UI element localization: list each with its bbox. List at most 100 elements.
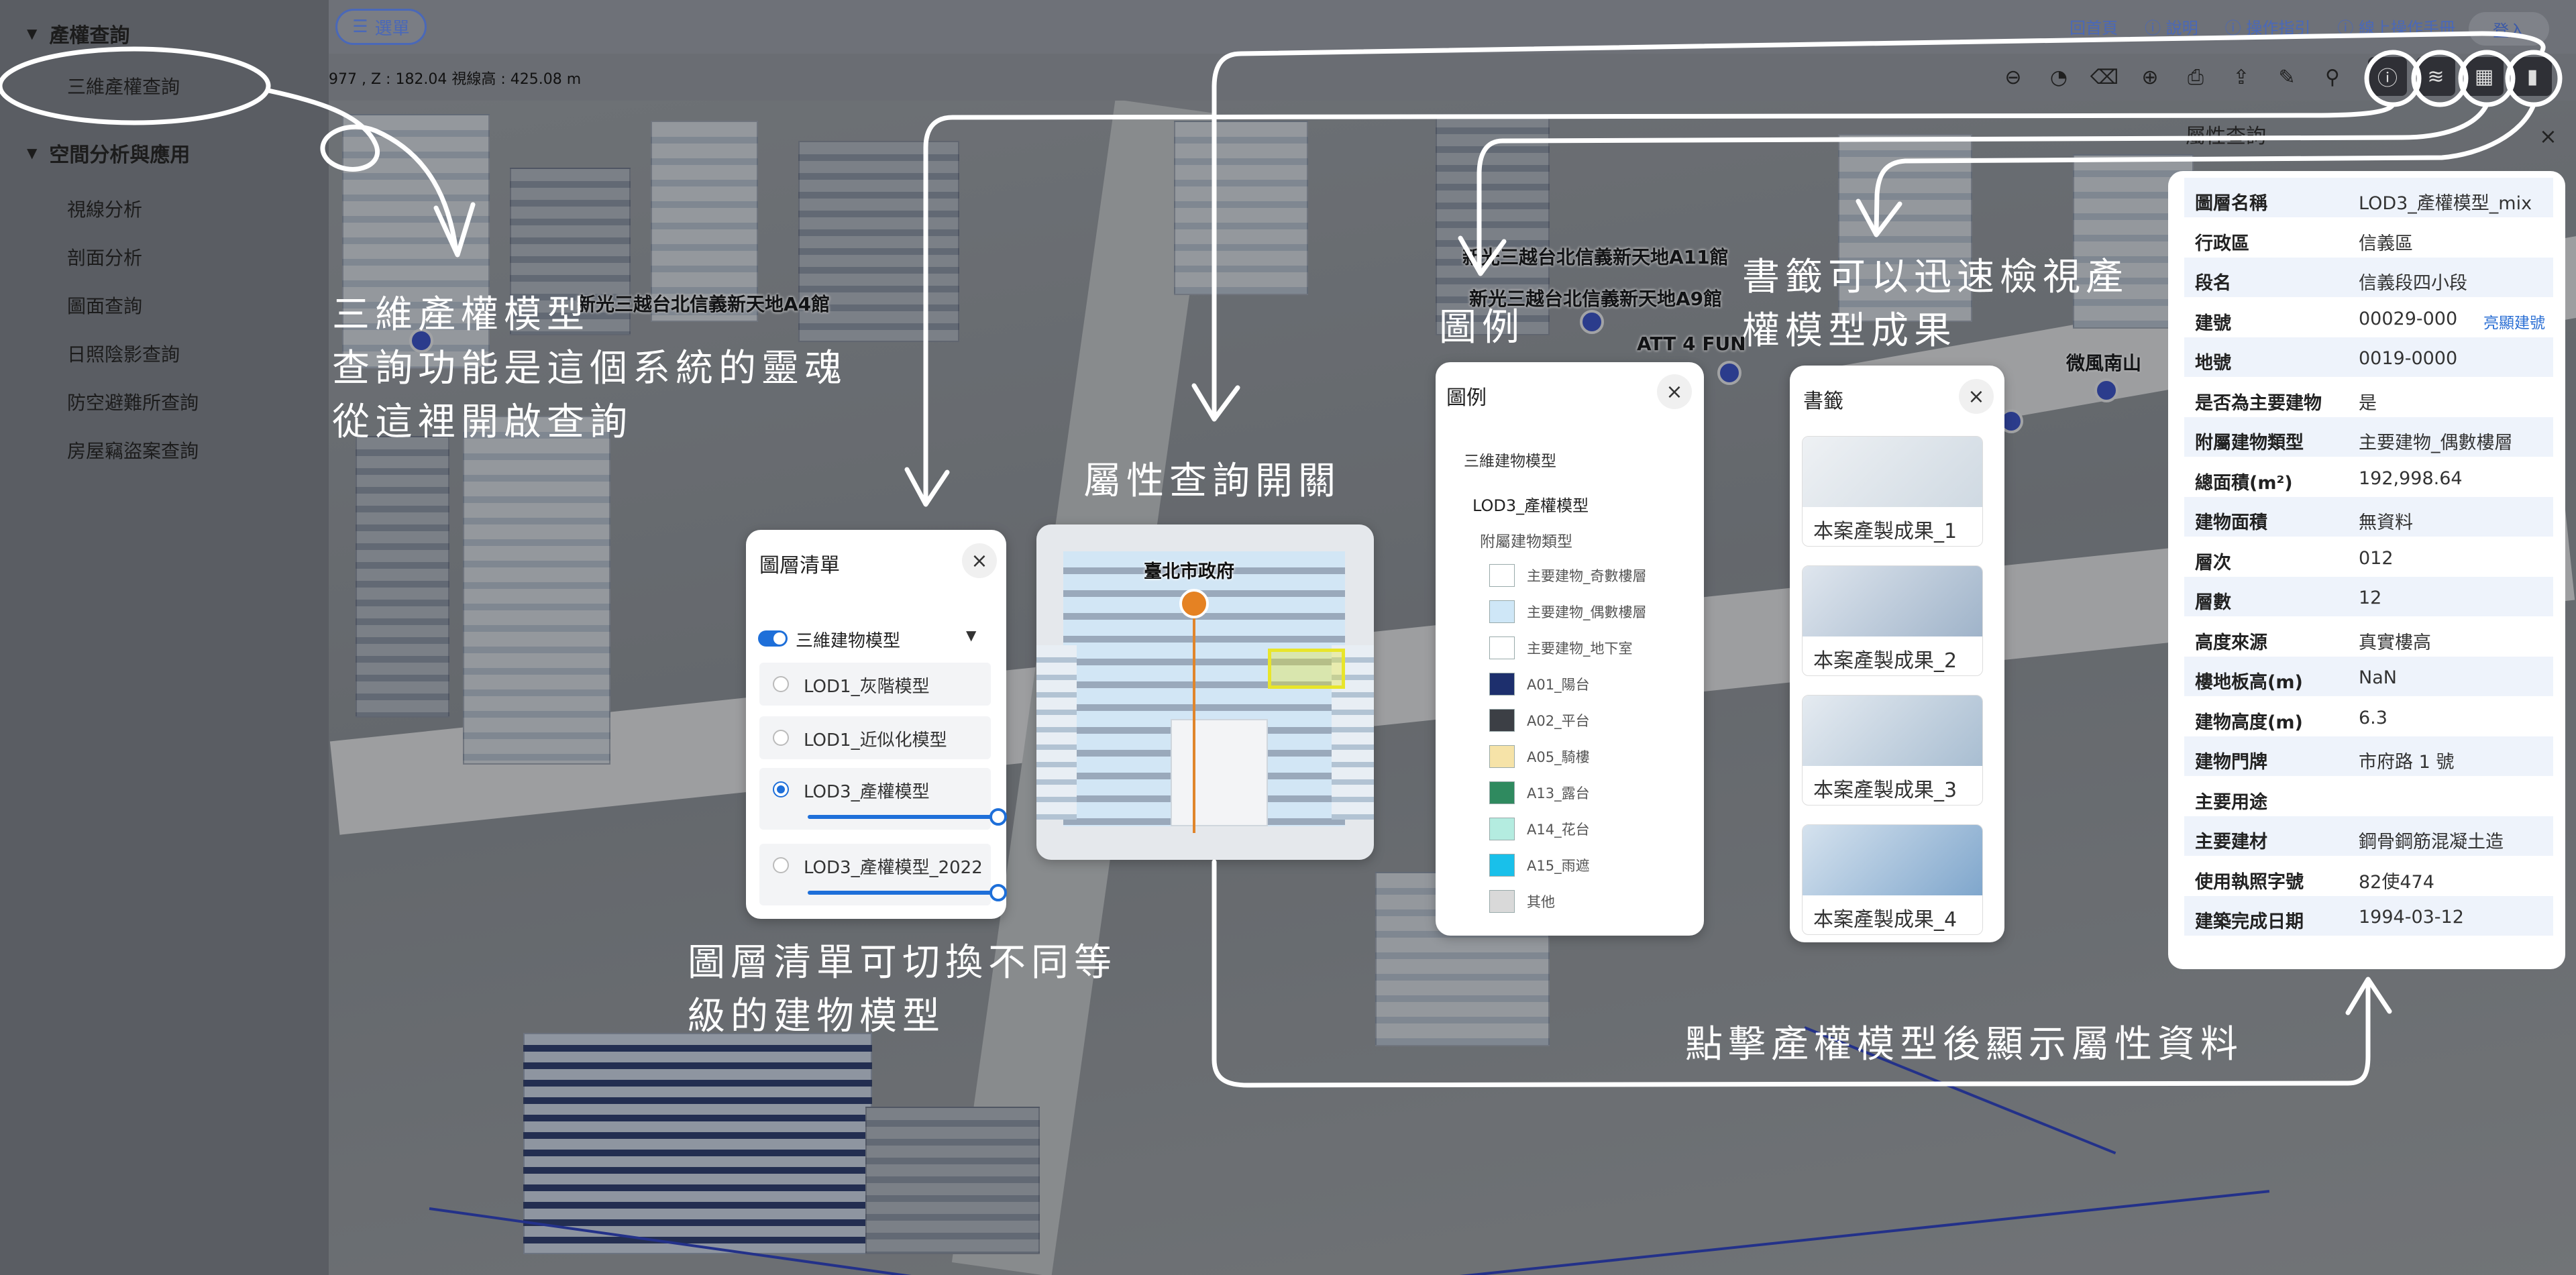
legend-icon[interactable]: ▦	[2465, 57, 2504, 96]
layer-group-label: 三維建物模型	[796, 631, 901, 651]
sidebar-group-property-query[interactable]: ▼ 產權查詢	[27, 19, 129, 48]
attribute-value: LOD3_產權模型_mix	[2359, 193, 2532, 214]
bookmark-card[interactable]: 本案產製成果_3	[1802, 695, 1983, 806]
government-icon	[1179, 589, 1209, 618]
attribute-value: 12	[2359, 588, 2382, 608]
legend-label: 主要建物_偶數樓層	[1527, 604, 1647, 620]
poi-marker-icon[interactable]	[1717, 361, 1741, 385]
sidebar-item-shelter[interactable]: 防空避難所查詢	[67, 392, 199, 414]
eraser-icon[interactable]: ⌫	[2090, 65, 2119, 89]
layer-row[interactable]: LOD1_近似化模型	[759, 716, 991, 759]
legend-entry: A01_陽台	[1489, 672, 1590, 696]
caret-down-icon[interactable]: ▼	[966, 627, 977, 643]
rotate-icon[interactable]: ◔	[2049, 65, 2068, 89]
annotation-arrow-head	[1191, 383, 1240, 422]
sidebar-item-shadow[interactable]: 日照陰影查詢	[67, 343, 180, 366]
attribute-key: 高度來源	[2195, 632, 2267, 653]
close-icon[interactable]: ×	[962, 543, 997, 578]
building	[356, 436, 449, 718]
building	[1436, 114, 1550, 335]
legend-label: A02_平台	[1527, 713, 1590, 729]
bookmark-title: 書籤	[1803, 390, 1843, 413]
home-link[interactable]: 回首頁	[2070, 19, 2118, 38]
bookmark-label: 本案產製成果_4	[1813, 908, 1957, 932]
slider-handle[interactable]	[989, 884, 1007, 901]
layer-radio[interactable]	[773, 730, 789, 746]
legend-entry: 主要建物_奇數樓層	[1489, 563, 1647, 588]
attribute-row: 主要用途	[2184, 777, 2553, 816]
bookmark-card[interactable]: 本案產製成果_4	[1802, 824, 1983, 935]
attribute-key: 層數	[2195, 592, 2231, 613]
poi-marker-icon[interactable]	[1580, 310, 1604, 334]
legend-swatch	[1489, 890, 1515, 913]
attribute-query-toggle-icon[interactable]: ⓘ	[2368, 57, 2407, 96]
attribute-row: 是否為主要建物 是	[2184, 378, 2553, 417]
attribute-value: 是	[2359, 392, 2377, 414]
attribute-key: 行政區	[2195, 233, 2249, 254]
annotation-bookmark: 書籤可以迅速檢視產 權模型成果	[1742, 251, 2129, 358]
attribute-value: 信義段四小段	[2359, 273, 2467, 294]
layer-group-toggle[interactable]	[758, 630, 788, 647]
sidebar-group-spatial-analysis[interactable]: ▼ 空間分析與應用	[27, 138, 190, 168]
bookmark-icon[interactable]: ▮	[2513, 57, 2552, 96]
highlight-building-link[interactable]: 亮顯建號	[2483, 314, 2545, 332]
legend-section: 三維建物模型	[1464, 453, 1556, 470]
layer-label: LOD3_產權模型	[804, 782, 930, 802]
toggle-knob	[773, 632, 786, 645]
slider-handle[interactable]	[989, 808, 1007, 826]
sidebar-item-3d-property-query[interactable]: 三維產權查詢	[67, 76, 180, 98]
legend-swatch	[1489, 709, 1515, 732]
sidebar-item-section[interactable]: 剖面分析	[67, 247, 143, 269]
layer-radio-selected[interactable]	[773, 781, 789, 797]
layer-radio[interactable]	[773, 676, 789, 692]
menu-button[interactable]: ☰ 選單	[335, 9, 427, 45]
help-link[interactable]: ⓘ 說明	[2145, 15, 2198, 38]
annotation-arrow	[1874, 102, 2536, 235]
layer-row[interactable]: LOD3_產權模型	[759, 768, 1007, 830]
layer-row[interactable]: LOD3_產權模型_2022	[759, 844, 1007, 905]
poi-marker-icon[interactable]	[2094, 378, 2118, 402]
close-icon[interactable]: ×	[2539, 123, 2557, 149]
reset-view-icon[interactable]: ⊖	[2004, 65, 2022, 89]
legend-panel: 圖例 × 三維建物模型 LOD3_產權模型 附屬建物類型 主要建物_奇數樓層主要…	[1436, 362, 1704, 936]
annotation-arrow	[266, 88, 459, 254]
legend-entry: A14_花台	[1489, 817, 1590, 841]
sidebar-item-plan-query[interactable]: 圖面查詢	[67, 295, 143, 317]
poi-marker-icon[interactable]	[409, 329, 433, 353]
attribute-row: 建物門牌市府路 1 號	[2184, 736, 2553, 776]
print-icon[interactable]: ⎙	[2188, 65, 2204, 89]
close-icon[interactable]: ×	[1959, 379, 1994, 414]
legend-label: 主要建物_地下室	[1527, 641, 1633, 657]
sidebar-item-sightline[interactable]: 視線分析	[67, 199, 143, 221]
globe-icon[interactable]: ⊕	[2141, 65, 2159, 89]
bookmark-card[interactable]: 本案產製成果_2	[1802, 565, 1983, 676]
layer-radio[interactable]	[773, 857, 789, 873]
ruler-icon[interactable]: ✎	[2278, 65, 2296, 89]
attribute-key: 建物面積	[2195, 512, 2267, 533]
menu-button-label: 選單	[374, 18, 410, 39]
info-icon: ⓘ	[2224, 19, 2247, 38]
layer-row[interactable]: LOD1_灰階模型	[759, 663, 991, 706]
layers-icon[interactable]: ≋	[2416, 57, 2455, 96]
attribute-key: 是否為主要建物	[2195, 392, 2322, 414]
annotation-arrow-head	[433, 202, 476, 258]
opacity-slider[interactable]	[808, 884, 1007, 901]
sidebar-item-burglary[interactable]: 房屋竊盜案查詢	[67, 440, 199, 462]
annotation-click-attr: 點擊產權模型後顯示屬性資料	[1685, 1023, 2243, 1066]
attribute-key: 樓地板高(m)	[2195, 672, 2303, 693]
attribute-value: 012	[2359, 547, 2394, 569]
location-pin-icon[interactable]: ⚲	[2325, 65, 2340, 89]
attribute-row: 總面積(m²)192,998.64	[2184, 457, 2553, 497]
close-icon[interactable]: ×	[1657, 374, 1692, 409]
attribute-key: 段名	[2195, 273, 2231, 294]
attribute-key: 主要用途	[2195, 791, 2267, 813]
annotation-arrow	[923, 102, 2396, 504]
annotation-arrow	[904, 467, 950, 507]
opacity-slider[interactable]	[808, 808, 1007, 826]
bookmark-card[interactable]: 本案產製成果_1	[1802, 436, 1983, 547]
export-icon[interactable]: ⇪	[2233, 65, 2250, 89]
